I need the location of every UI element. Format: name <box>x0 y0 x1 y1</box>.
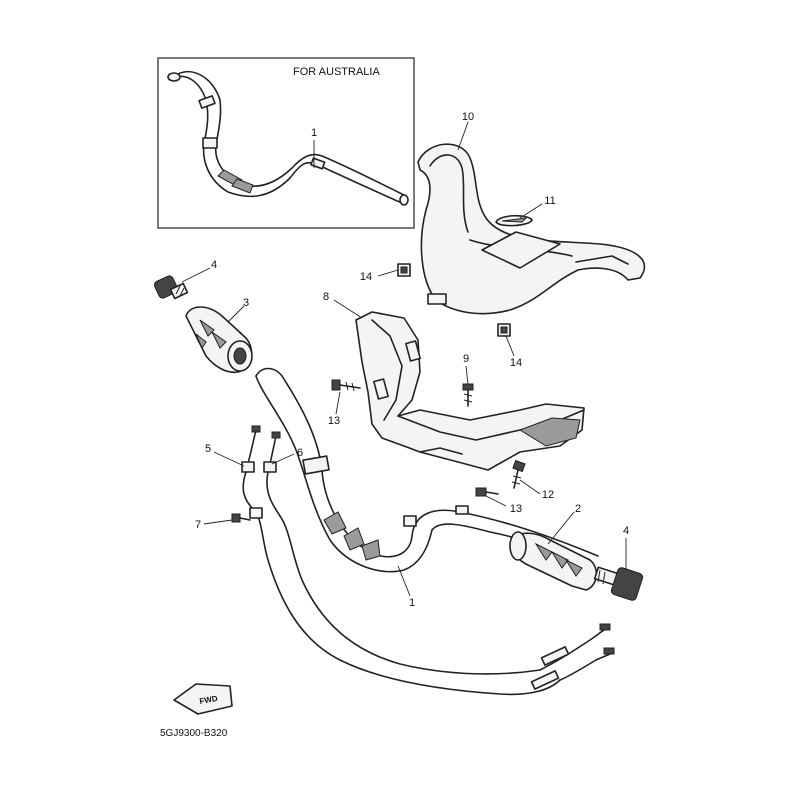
leader-13-right <box>485 495 507 507</box>
emblem-badge <box>495 214 533 227</box>
grip-right <box>509 531 598 591</box>
callout-7: 7 <box>195 519 201 531</box>
screw-7 <box>231 507 263 523</box>
leader-7 <box>203 519 233 525</box>
inset-handlebar <box>167 71 409 206</box>
screw-9 <box>462 383 474 407</box>
inset-label: FOR AUSTRALIA <box>293 66 380 78</box>
australia-inset: FOR AUSTRALIA 1 <box>157 57 415 229</box>
callout-13-right: 13 <box>510 503 522 515</box>
callout-6: 6 <box>297 447 303 459</box>
leader-14-right <box>505 335 515 357</box>
cable-6 <box>263 431 541 675</box>
callout-1-main: 1 <box>409 597 415 609</box>
callout-14-left: 14 <box>360 271 372 283</box>
leader-3 <box>227 305 245 323</box>
leader-4-left <box>181 267 211 283</box>
bolt-13-left <box>331 379 361 392</box>
callout-4-right: 4 <box>623 525 629 537</box>
callout-4-left: 4 <box>211 259 217 271</box>
handlebar-upper-cover <box>417 143 646 315</box>
callout-13-left: 13 <box>328 415 340 427</box>
leader-9 <box>465 365 469 385</box>
bolt-13-right <box>475 487 499 497</box>
callout-5: 5 <box>205 443 211 455</box>
callout-14-right: 14 <box>510 357 522 369</box>
callout-1-inset: 1 <box>311 127 317 139</box>
leader-12 <box>519 479 541 495</box>
forward-direction-icon: FWD <box>173 683 233 715</box>
callout-3: 3 <box>243 297 249 309</box>
bar-end-left <box>153 275 189 300</box>
fwd-label: FWD <box>199 694 219 706</box>
cable-5 <box>241 425 561 696</box>
inset-frame <box>157 57 415 229</box>
callout-9: 9 <box>463 353 469 365</box>
leader-14-left <box>377 269 399 277</box>
grip-left <box>185 306 253 374</box>
bar-end-right <box>593 566 644 601</box>
screw-12 <box>511 459 526 489</box>
callout-11: 11 <box>544 195 555 207</box>
leader-13-left <box>335 391 341 415</box>
handlebar-main <box>255 367 599 573</box>
cable-ends <box>530 623 615 690</box>
leader-5 <box>213 451 245 467</box>
clip-nut-left <box>397 263 411 277</box>
leader-11 <box>519 203 543 219</box>
handlebar-lower-cover <box>355 311 585 471</box>
leader-10 <box>457 121 469 151</box>
diagram-code: 5GJ9300-B320 <box>160 728 228 739</box>
callout-2: 2 <box>575 503 581 515</box>
callout-8: 8 <box>323 291 329 303</box>
callout-10: 10 <box>462 111 474 123</box>
callout-12: 12 <box>542 489 554 501</box>
leader-6 <box>271 453 295 465</box>
leader-8 <box>333 299 363 319</box>
leader-2 <box>547 511 575 545</box>
leader-1-main <box>397 565 411 597</box>
clip-nut-right <box>497 323 511 337</box>
